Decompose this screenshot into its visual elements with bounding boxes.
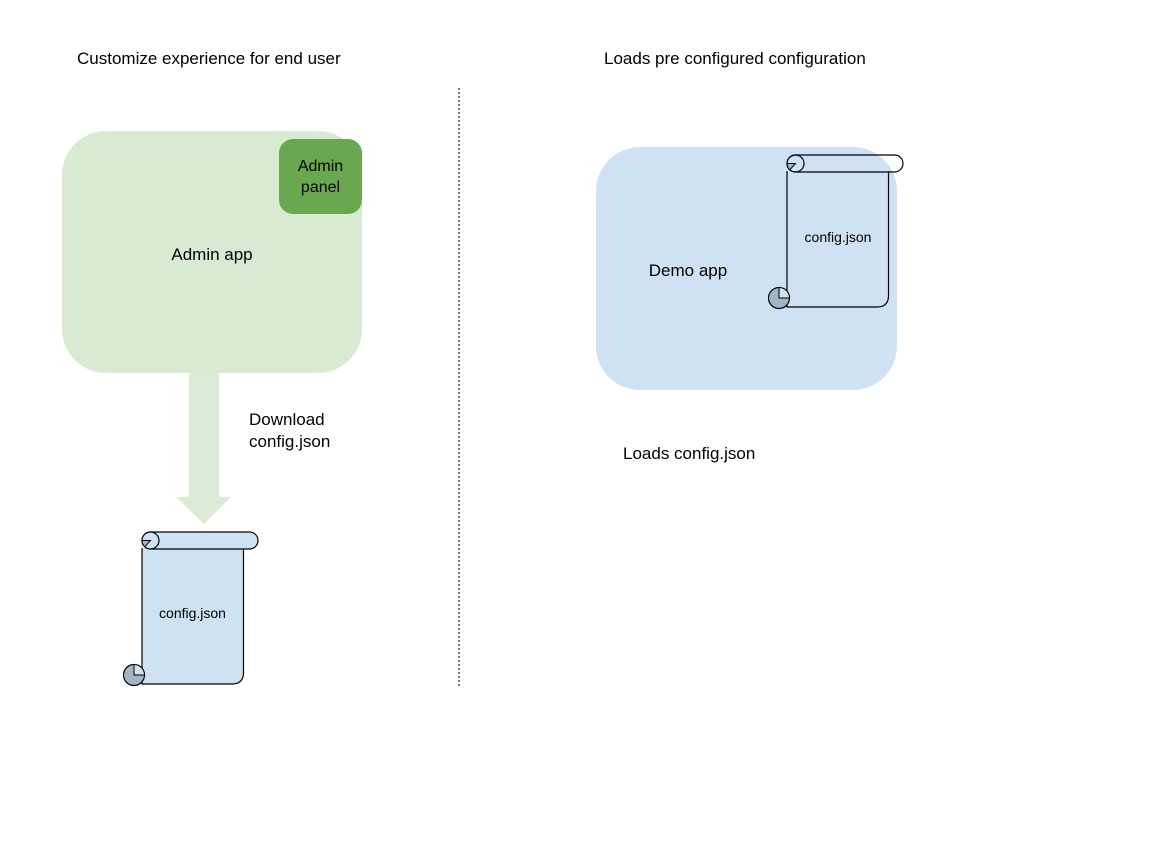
admin-app-label: Admin app xyxy=(171,245,253,264)
demo-app-box xyxy=(596,147,897,390)
config-json-label-right: config.json xyxy=(804,229,872,245)
config-json-label-left: config.json xyxy=(159,605,226,621)
demo-app-label: Demo app xyxy=(648,261,728,280)
column-divider xyxy=(458,88,460,687)
admin-panel-label: Admin panel xyxy=(297,157,344,196)
config-file-scroll-left xyxy=(122,531,259,687)
config-file-scroll-right xyxy=(767,154,904,310)
left-title: Customize experience for end user xyxy=(77,49,341,68)
download-config-label: Download config.json xyxy=(249,410,331,451)
right-title: Loads pre configured configuration xyxy=(604,49,866,68)
admin-panel-box: Admin panel xyxy=(279,139,362,214)
download-arrow xyxy=(176,373,231,524)
loads-config-caption: Loads config.json xyxy=(623,444,756,463)
